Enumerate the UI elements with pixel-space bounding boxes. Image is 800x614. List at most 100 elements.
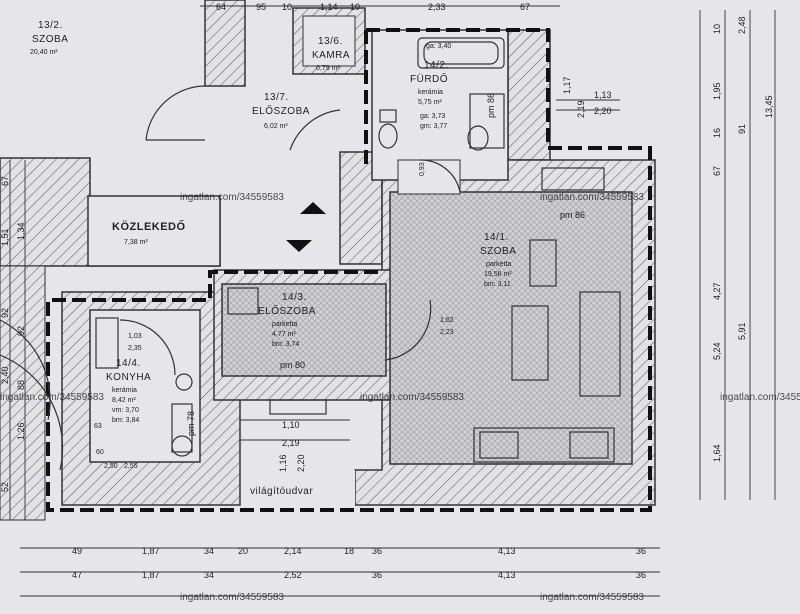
watermark-text: ingatlan.com/34559583 [360, 392, 464, 403]
svg-text:2,23: 2,23 [440, 329, 454, 336]
watermark-text: ingatlan.com/34559583 [540, 192, 644, 203]
room-area: 8,42 m² [112, 397, 136, 404]
top-dim: 67 [520, 2, 530, 12]
svg-text:4,13: 4,13 [498, 570, 516, 580]
svg-text:4,27: 4,27 [712, 282, 722, 300]
room-detail: vm: 3,70 [112, 407, 139, 414]
room-name: KONYHA [106, 372, 151, 383]
svg-text:49: 49 [72, 546, 82, 556]
watermark-text: ingatlan.com/34559583 [180, 592, 284, 603]
svg-text:2,19: 2,19 [282, 438, 300, 448]
room-detail: bm: 3,11 [484, 281, 511, 288]
left-dimensions: 67 1,51 1,34 92 92 2,40 88 1,26 52 [0, 176, 26, 492]
svg-text:91: 91 [737, 124, 747, 134]
room-name: ELŐSZOBA [258, 303, 316, 317]
room-14-3: 14/3. ELŐSZOBA parketta 4,77 m² bm: 3,74… [258, 292, 316, 370]
room-area: 20,40 m² [30, 49, 58, 56]
right-dimensions: 10 1,95 16 67 4,27 1,64 2,48 91 5,91 13,… [712, 16, 774, 462]
room-floor: parketta [272, 321, 297, 328]
room-area: 4,77 m² [272, 331, 296, 338]
room-detail: bm: 3,74 [272, 341, 299, 348]
room-id: 13/2. [38, 20, 63, 31]
svg-text:36: 36 [636, 546, 646, 556]
watermark-text: ingatlan.com/34559583 [180, 192, 284, 203]
top-dim: 10 [282, 2, 292, 12]
svg-text:36: 36 [372, 570, 382, 580]
svg-text:16: 16 [712, 128, 722, 138]
room-id: 14/1. [484, 232, 509, 243]
svg-text:2,52: 2,52 [284, 570, 302, 580]
room-id: 13/7. [264, 92, 289, 103]
watermarks: ingatlan.com/34559583 ingatlan.com/34559… [0, 192, 800, 603]
svg-text:34: 34 [204, 570, 214, 580]
room-pm: pm 78 [186, 411, 196, 436]
watermark-text: ingatlan.com/34559583 [540, 592, 644, 603]
fixtures [95, 37, 621, 463]
svg-text:0,93: 0,93 [419, 162, 426, 176]
svg-text:52: 52 [0, 482, 10, 492]
svg-text:1,10: 1,10 [282, 420, 300, 430]
svg-text:92: 92 [16, 326, 26, 336]
svg-text:67: 67 [712, 166, 722, 176]
room-area: 0,79 m² [316, 65, 340, 72]
room-area: 7,38 m² [124, 239, 148, 246]
svg-text:5,91: 5,91 [737, 322, 747, 340]
svg-text:1,03: 1,03 [128, 333, 142, 340]
room-name: KÖZLEKEDŐ [112, 220, 186, 233]
svg-text:88: 88 [16, 380, 26, 390]
room-floor: kerámia [418, 89, 443, 96]
room-area: 5,75 m² [418, 99, 442, 106]
room-area: 19,56 m² [484, 271, 512, 278]
room-14-1: pm 86 14/1. SZOBA parketta 19,56 m² bm: … [480, 210, 585, 288]
svg-text:1,17: 1,17 [562, 76, 572, 94]
svg-text:36: 36 [372, 546, 382, 556]
unit-boundary [46, 28, 652, 512]
room-pm: pm 86 [560, 210, 585, 220]
room-id: 14/3. [282, 292, 307, 303]
courtyard-label: világítóudvar [250, 486, 313, 497]
room-pm: pm 80 [280, 360, 305, 370]
top-dim: 64 [216, 2, 226, 12]
room-detail: gm: 3,77 [420, 123, 447, 130]
up-arrow-icon [300, 202, 326, 214]
room-detail: bm: 3,84 [112, 417, 139, 424]
svg-text:1,51: 1,51 [0, 228, 10, 246]
svg-text:1,13: 1,13 [594, 90, 612, 100]
svg-text:18: 18 [344, 546, 354, 556]
svg-text:2,50: 2,50 [104, 463, 118, 470]
room-14-4: 14/4. KONYHA kerámia 8,42 m² vm: 3,70 bm… [106, 358, 196, 436]
svg-text:1,34: 1,34 [16, 222, 26, 240]
svg-text:2,14: 2,14 [284, 546, 302, 556]
room-id: 14/2. [424, 60, 449, 71]
room-detail: ga: 3,73 [420, 113, 445, 120]
svg-text:1,64: 1,64 [712, 444, 722, 462]
svg-text:2,35: 2,35 [128, 345, 142, 352]
bottom-dimensions-row-2: 47 1,87 34 2,52 36 4,13 36 [72, 570, 646, 580]
svg-text:2,48: 2,48 [737, 16, 747, 34]
bottom-dimensions-row-1: 49 1,87 34 20 2,14 18 36 4,13 36 [72, 546, 646, 556]
room-name: SZOBA [480, 246, 516, 257]
svg-text:60: 60 [96, 449, 104, 456]
top-dim: 1,14 [320, 2, 338, 12]
svg-text:2,20: 2,20 [296, 454, 306, 472]
svg-text:92: 92 [0, 308, 10, 318]
top-dim: 95 [256, 2, 266, 12]
svg-text:4,13: 4,13 [498, 546, 516, 556]
room-pm: pm 86 [486, 93, 496, 118]
top-dim: 10 [350, 2, 360, 12]
svg-text:1,87: 1,87 [142, 570, 160, 580]
dimension-lines [9, 5, 776, 597]
room-13-7: 13/7. ELŐSZOBA 6,02 m² [252, 92, 309, 130]
room-13-6: 13/6. KAMRA 0,79 m² [312, 36, 350, 72]
top-dimensions: 64 95 10 1,14 10 2,33 67 [216, 2, 530, 12]
svg-text:36: 36 [636, 570, 646, 580]
svg-text:2,19: 2,19 [576, 100, 586, 118]
svg-text:5,24: 5,24 [712, 342, 722, 360]
room-floors [87, 29, 633, 510]
room-name: FÜRDŐ [410, 71, 448, 85]
inner-dimensions: 1,10 2,19 1,16 2,20 1,62 2,23 0,93 1,03 … [94, 162, 454, 472]
svg-text:2,20: 2,20 [594, 106, 612, 116]
svg-text:13,45: 13,45 [764, 95, 774, 118]
svg-text:1,16: 1,16 [278, 454, 288, 472]
watermark-text: ingatlan.com/34559583 [720, 392, 800, 403]
